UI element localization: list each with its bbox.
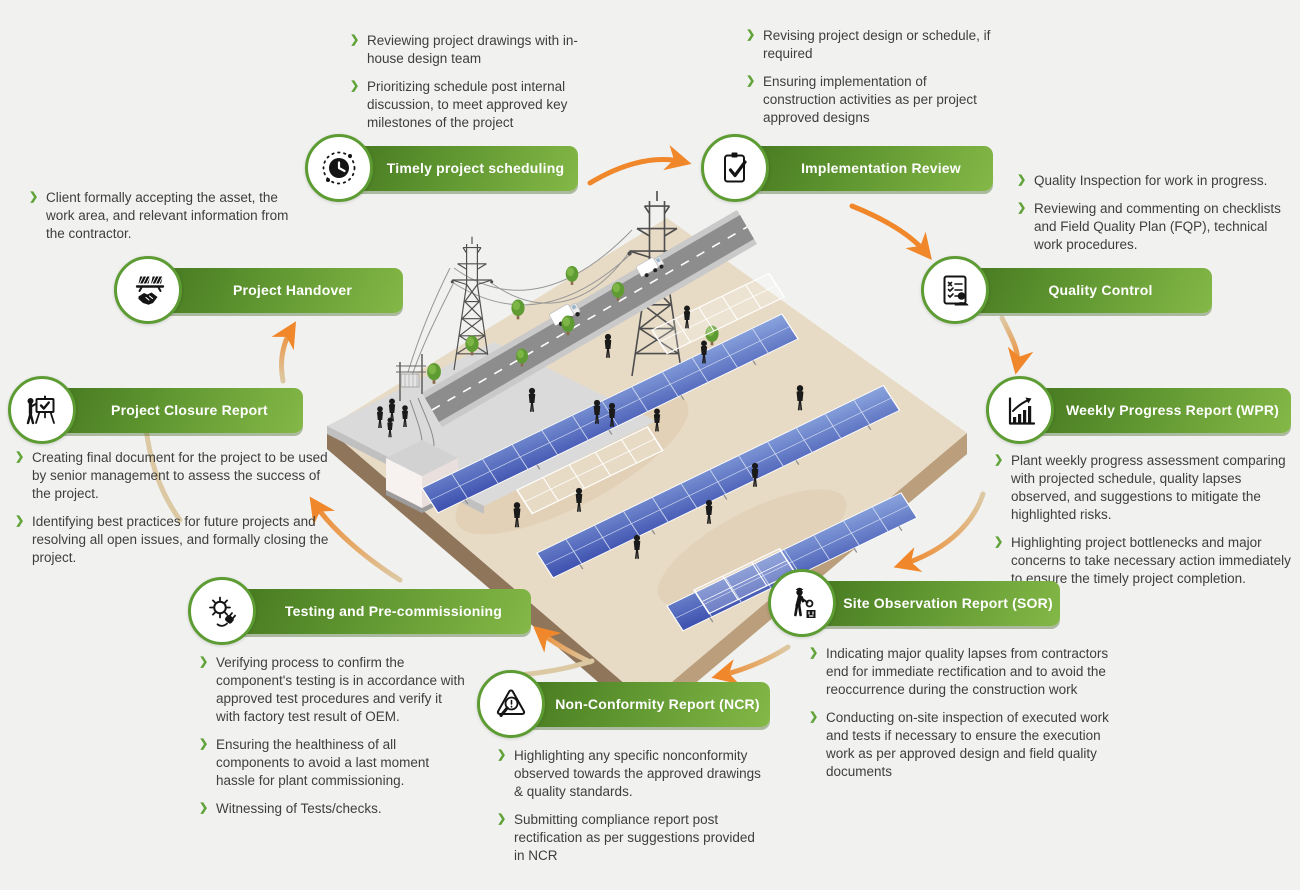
bullets-project-closure-report: Creating final document for the project …: [15, 449, 335, 577]
bullet-item: Conducting on-site inspection of execute…: [809, 709, 1127, 781]
stage-banner: Non-Conformity Report (NCR): [511, 681, 770, 727]
bullet-item: Witnessing of Tests/checks.: [199, 800, 465, 818]
bullet-item: Reviewing project drawings with in-house…: [350, 32, 584, 68]
stage-icon-circle: [701, 134, 769, 202]
bullet-item: Highlighting any specific nonconformity …: [497, 747, 769, 801]
bullet-item: Plant weekly progress assessment compari…: [994, 452, 1294, 524]
stage-chip-implementation-review: Implementation Review: [701, 134, 993, 202]
presentation-icon: [26, 395, 55, 425]
stage-icon-circle: [188, 577, 256, 645]
stage-banner: Implementation Review: [735, 145, 993, 191]
trucks: [548, 253, 667, 330]
workers: [377, 305, 804, 559]
stage-banner: Site Observation Report (SOR): [802, 580, 1060, 626]
stage-icon-circle: [8, 376, 76, 444]
stage-icon-circle: [921, 256, 989, 324]
bullets-project-handover: Client formally accepting the asset, the…: [29, 189, 291, 253]
stage-icon-circle: [114, 256, 182, 324]
stage-icon-circle: [477, 670, 545, 738]
bullet-item: Ensuring implementation of construction …: [746, 73, 1002, 127]
stage-banner: Timely project scheduling: [339, 145, 578, 191]
stage-icon-circle: [305, 134, 373, 202]
stage-chip-weekly-progress-report: Weekly Progress Report (WPR): [986, 376, 1291, 444]
arrow-scheduling-to-implementation: [587, 144, 692, 186]
stage-chip-project-handover: Project Handover: [114, 256, 403, 324]
arrow-ncr-to-testing: [533, 625, 593, 665]
road: [422, 210, 757, 427]
sun-plug-icon: [209, 596, 236, 627]
bullet-item: Submitting compliance report post rectif…: [497, 811, 769, 865]
transmission-towers: [450, 190, 687, 377]
substation-gantry: [396, 354, 435, 447]
stage-banner: Project Handover: [148, 267, 403, 313]
stage-chip-testing-and-pre-commissioning: Testing and Pre-commissioning: [188, 577, 531, 645]
stage-banner: Testing and Pre-commissioning: [222, 588, 531, 634]
stage-chip-non-conformity-report: Non-Conformity Report (NCR): [477, 670, 770, 738]
arrow-closure-to-handover: [271, 321, 297, 384]
bar-chart-icon: [1008, 397, 1036, 425]
power-lines: [407, 229, 635, 377]
panel-mounting-frames: [515, 272, 796, 615]
bullets-non-conformity-report: Highlighting any specific nonconformity …: [497, 747, 769, 875]
checklist-person-icon: [943, 275, 969, 306]
arrow-quality-to-wpr: [999, 315, 1034, 375]
stage-banner: Project Closure Report: [42, 387, 303, 433]
bullet-item: Client formally accepting the asset, the…: [29, 189, 291, 243]
stage-icon-circle: [986, 376, 1054, 444]
trees: [427, 266, 719, 384]
bullet-item: Verifying process to confirm the compone…: [199, 654, 465, 726]
bullets-site-observation-report: Indicating major quality lapses from con…: [809, 645, 1127, 791]
bullet-item: Indicating major quality lapses from con…: [809, 645, 1127, 699]
bullet-item: Highlighting project bottlenecks and maj…: [994, 534, 1294, 588]
stage-banner: Weekly Progress Report (WPR): [1020, 387, 1291, 433]
site-inspector-icon: [794, 587, 816, 618]
inverter-building: [386, 440, 458, 513]
bullet-item: Revising project design or schedule, if …: [746, 27, 1002, 63]
bullets-testing-and-pre-commissioning: Verifying process to confirm the compone…: [199, 654, 465, 828]
bullet-item: Creating final document for the project …: [15, 449, 335, 503]
bullets-implementation-review: Revising project design or schedule, if …: [746, 27, 1002, 137]
bullet-item: Reviewing and commenting on checklists a…: [1017, 200, 1285, 254]
stage-chip-quality-control: Quality Control: [921, 256, 1212, 324]
stage-icon-circle: [768, 569, 836, 637]
bullets-quality-control: Quality Inspection for work in progress.…: [1017, 172, 1285, 264]
bullet-item: Quality Inspection for work in progress.: [1017, 172, 1285, 190]
stage-chip-timely-project-scheduling: Timely project scheduling: [305, 134, 578, 202]
handshake-panel-icon: [135, 276, 165, 305]
bullet-item: Prioritizing schedule post internal disc…: [350, 78, 584, 132]
bullet-item: Ensuring the healthiness of all componen…: [199, 736, 465, 790]
bullets-timely-project-scheduling: Reviewing project drawings with in-house…: [350, 32, 584, 142]
site-platform: [327, 342, 656, 506]
warning-magnifier-icon: [496, 689, 526, 717]
stage-chip-project-closure-report: Project Closure Report: [8, 376, 303, 444]
bullet-item: Identifying best practices for future pr…: [15, 513, 335, 567]
bullets-weekly-progress-report: Plant weekly progress assessment compari…: [994, 452, 1294, 598]
stage-banner: Quality Control: [955, 267, 1212, 313]
clock-icon: [322, 151, 356, 185]
clipboard-check-icon: [724, 152, 747, 183]
arrow-implementation-to-quality: [849, 203, 932, 261]
arrow-wpr-to-sor: [893, 491, 986, 572]
stage-chip-site-observation-report: Site Observation Report (SOR): [768, 569, 1060, 637]
